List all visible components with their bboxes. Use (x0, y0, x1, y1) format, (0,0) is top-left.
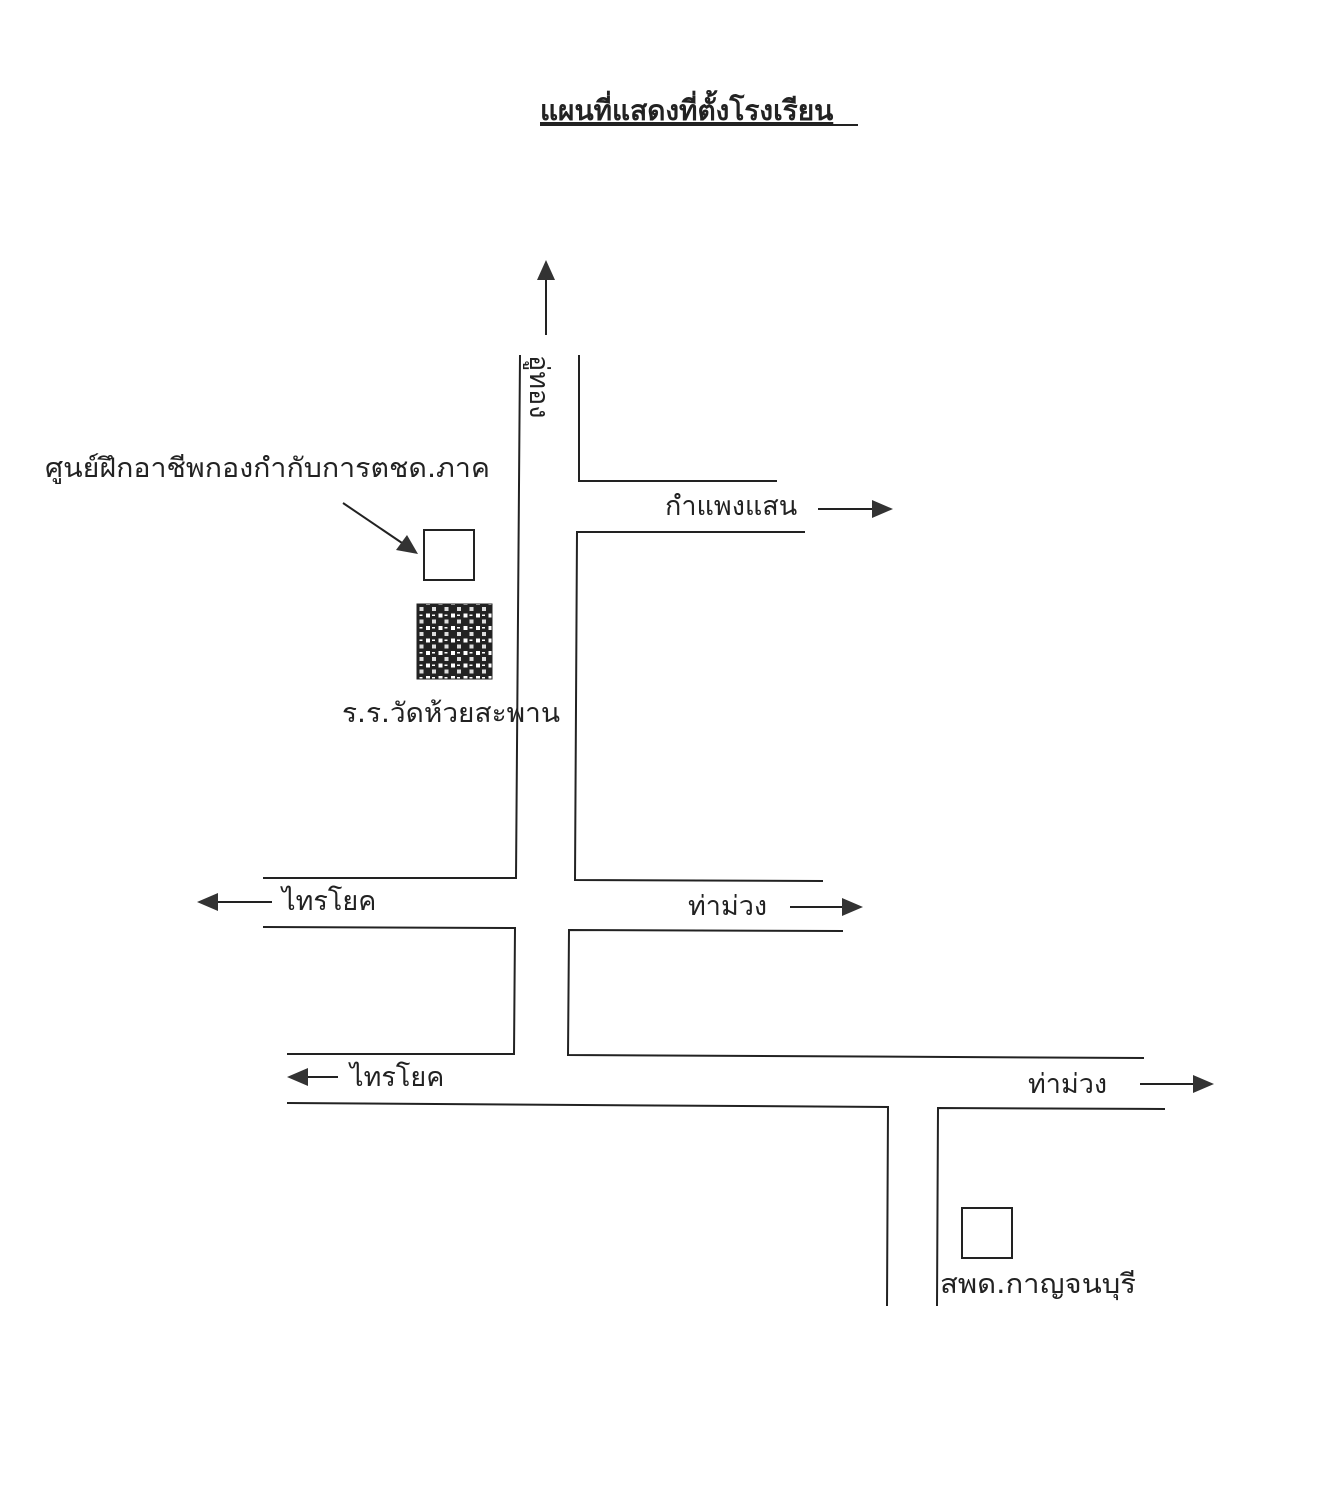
map-title: แผนที่แสดงที่ตั้งโรงเรียน (540, 89, 833, 127)
arrow-west-icon (197, 893, 272, 911)
arrow-east-icon (818, 500, 893, 518)
arrow-east-icon (790, 898, 863, 916)
office-marker (961, 1207, 1013, 1259)
arrow-north-icon (537, 260, 555, 335)
pointer-arrow-icon (342, 502, 418, 554)
road-label-west-middle: ไทรโยค (280, 886, 376, 917)
office-label: สพด.กาญจนบุรี (940, 1269, 1136, 1301)
road-label-west-lower: ไทรโยค (348, 1062, 444, 1093)
road-label-east-lower: ท่าม่วง (1028, 1069, 1107, 1100)
school-marker (416, 603, 493, 680)
road-label-east-upper: กำแพงแสน (665, 491, 797, 522)
training-center-marker (423, 529, 475, 581)
road-label-east-middle: ท่าม่วง (688, 891, 767, 922)
arrow-west-icon (287, 1068, 338, 1086)
training-center-label: ศูนย์ฝึกอาชีพกองกำกับการตชด.ภาค (45, 452, 490, 484)
arrow-east-icon (1140, 1075, 1214, 1093)
road-label-north: อู่ทอง (523, 355, 554, 418)
road-lines (262, 354, 1166, 1307)
school-label: ร.ร.วัดห้วยสะพาน (342, 698, 560, 729)
